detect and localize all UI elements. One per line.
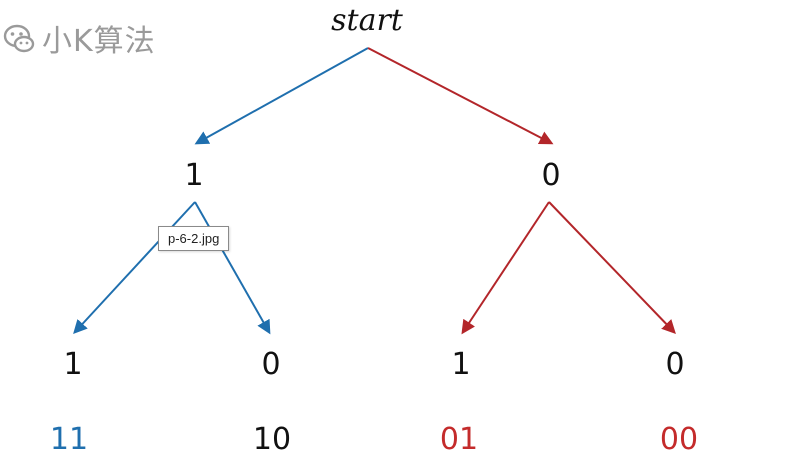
edge-0-to-0: [548, 201, 676, 335]
edge-start-to-1: [194, 47, 369, 145]
level1-node-left: 1: [184, 158, 203, 193]
code-11: 11: [50, 422, 88, 457]
edge-1-to-0: [194, 201, 271, 335]
code-01: 01: [440, 422, 478, 457]
watermark-text: 小K算法: [42, 24, 156, 59]
edge-0-to-1: [461, 201, 550, 335]
level2-node-4: 0: [665, 347, 684, 382]
level1-node-right: 0: [541, 158, 560, 193]
level2-node-1: 1: [63, 347, 82, 382]
edge-start-to-0: [367, 47, 554, 145]
code-10: 10: [253, 422, 291, 457]
wechat-icon: [3, 24, 35, 53]
watermark: 小K算法: [2, 14, 156, 62]
root-node-label: start: [331, 3, 404, 38]
level2-node-3: 1: [451, 347, 470, 382]
code-00: 00: [660, 422, 698, 457]
level2-node-2: 0: [261, 347, 280, 382]
image-filename-tooltip: p-6-2.jpg: [158, 226, 230, 251]
edge-1-to-1: [73, 201, 196, 335]
